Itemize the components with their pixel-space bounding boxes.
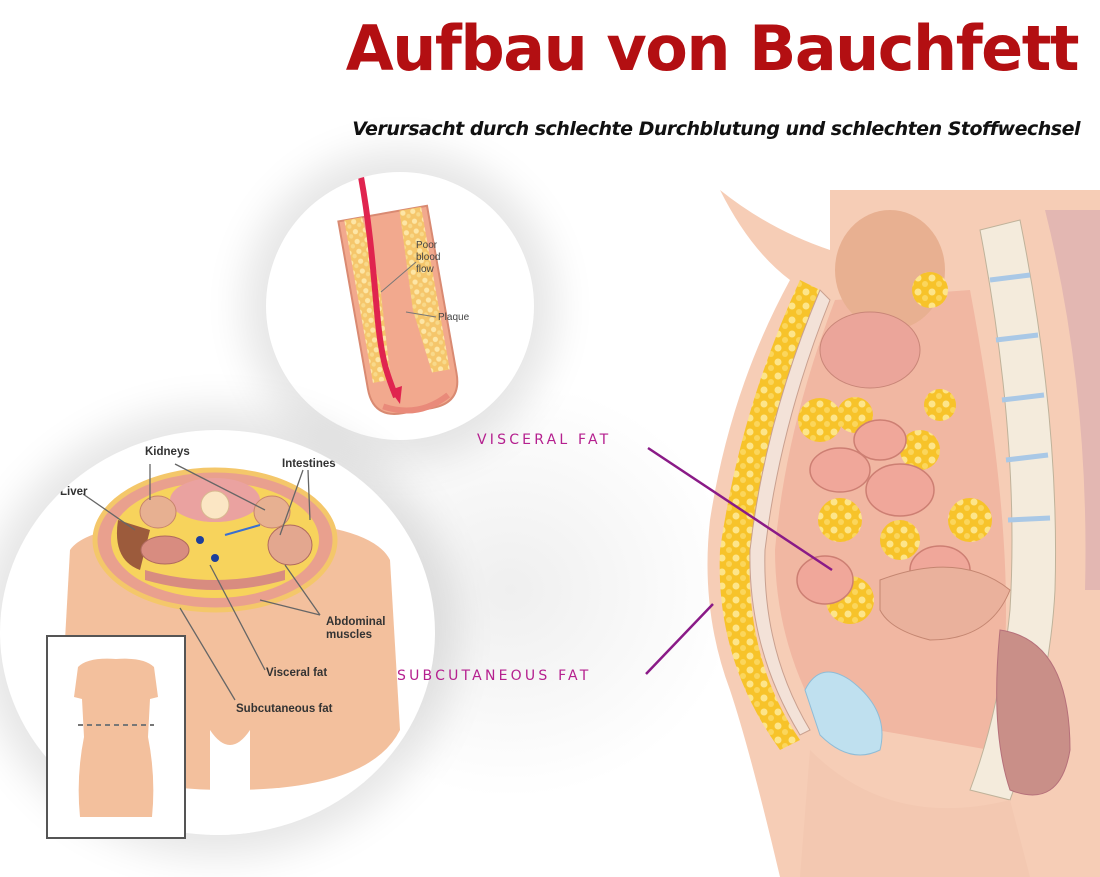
label-abdominal-line2: muscles — [326, 629, 373, 641]
callout-subcutaneous-fat: SUBCUTANEOUS FAT — [397, 668, 592, 684]
label-poor-line3: flow — [416, 264, 434, 275]
label-poor-line2: blood — [416, 252, 441, 263]
sagittal-abdomen-illustration — [707, 190, 1100, 877]
label-visceral-fat: Visceral fat — [266, 667, 328, 679]
callout-visceral-fat: VISCERAL FAT — [477, 432, 612, 448]
label-intestines: Intestines — [282, 458, 336, 470]
artery-inset-circle: Poor blood flow Plaque — [266, 172, 534, 440]
page-subtitle: Verursacht durch schlechte Durchblutung … — [352, 118, 1080, 140]
artery-illustration — [337, 176, 459, 415]
label-poor-line1: Poor — [416, 240, 438, 251]
label-subcutaneous-fat: Subcutaneous fat — [236, 703, 333, 715]
label-kidneys: Kidneys — [145, 446, 190, 458]
label-abdominal-line1: Abdominal — [326, 616, 386, 628]
page-title: Aufbau von Bauchfett — [345, 12, 1080, 85]
label-plaque: Plaque — [438, 312, 470, 323]
torso-silhouette — [74, 658, 158, 817]
torso-locator-inset — [46, 635, 186, 839]
label-liver: Liver — [60, 486, 88, 498]
